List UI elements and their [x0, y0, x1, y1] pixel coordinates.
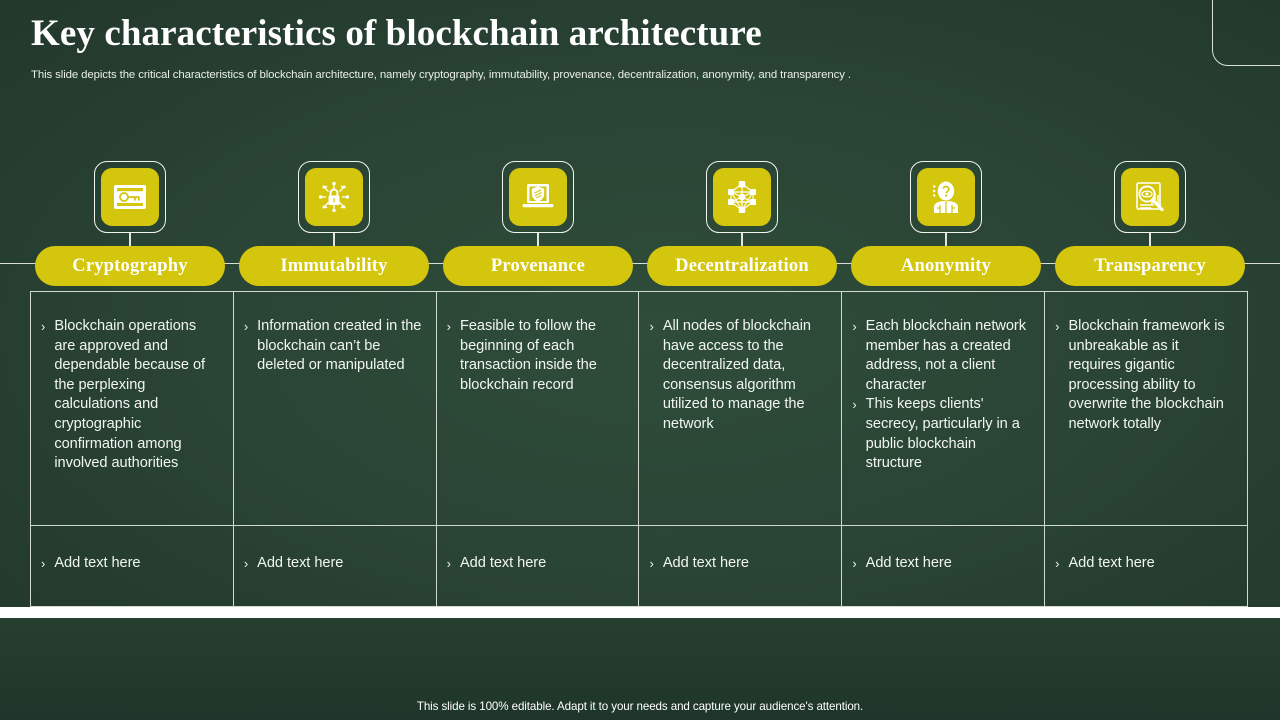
category-pill-provenance[interactable]: Provenance [443, 246, 633, 286]
list-item-text: Blockchain operations are approved and d… [54, 318, 206, 472]
chevron-right-icon: › [1055, 556, 1060, 571]
placeholder-text: Add text here [1068, 555, 1155, 571]
chevron-right-icon: › [41, 556, 46, 571]
icon-frame [502, 161, 574, 233]
chevron-right-icon: › [446, 319, 451, 334]
placeholder-text: Add text here [865, 555, 952, 571]
white-divider-band [0, 607, 1280, 618]
category-label: Decentralization [675, 256, 809, 276]
list-item: › Add text here [852, 554, 1030, 574]
list-item: › This keeps clients' secrecy, particula… [852, 395, 1030, 473]
category-pill-cryptography[interactable]: Cryptography [35, 246, 225, 286]
category-provenance[interactable]: Provenance [436, 161, 640, 290]
category-label: Transparency [1094, 256, 1206, 276]
list-item: › Add text here [41, 554, 219, 574]
category-row: Cryptography [0, 0, 1280, 290]
table-row-placeholders: › Add text here › Add text here › Add te… [31, 525, 1247, 606]
table-cell-placeholder-transparency[interactable]: › Add text here [1045, 526, 1247, 606]
page-title: Key characteristics of blockchain archit… [31, 13, 762, 54]
placeholder-text: Add text here [662, 555, 749, 571]
chevron-right-icon: › [852, 319, 857, 334]
list-item-text: This keeps clients' secrecy, particularl… [865, 396, 1020, 472]
table-cell-decentralization: › All nodes of blockchain have access to… [639, 292, 843, 525]
category-pill-anonymity[interactable]: Anonymity [851, 246, 1041, 286]
list-item: › Add text here [1055, 554, 1233, 574]
list-item-text: Each blockchain network member has a cre… [865, 318, 1026, 393]
category-label: Anonymity [900, 256, 992, 276]
chevron-right-icon: › [649, 319, 654, 334]
list-item: › Blockchain operations are approved and… [41, 317, 219, 474]
list-item: › Add text here [244, 554, 422, 574]
table-cell-anonymity: › Each blockchain network member has a c… [842, 292, 1046, 525]
list-item-text: Information created in the blockchain ca… [257, 318, 422, 374]
icon-frame [94, 161, 166, 233]
list-item: › Add text here [649, 554, 827, 574]
placeholder-text: Add text here [54, 555, 141, 571]
placeholder-text: Add text here [257, 555, 344, 571]
anonymous-person-question-icon [917, 168, 975, 226]
category-anonymity[interactable]: Anonymity [844, 161, 1048, 290]
placeholder-text: Add text here [460, 555, 547, 571]
id-card-key-icon [101, 168, 159, 226]
category-label: Provenance [490, 256, 586, 276]
table-cell-placeholder-cryptography[interactable]: › Add text here [31, 526, 234, 606]
list-item: › Add text here [447, 554, 625, 574]
category-transparency[interactable]: Transparency [1048, 161, 1252, 290]
chevron-right-icon: › [1055, 319, 1060, 334]
list-item-text: Blockchain framework is unbreakable as i… [1068, 318, 1225, 432]
footer-note: This slide is 100% editable. Adapt it to… [416, 700, 864, 713]
list-item-text: Feasible to follow the beginning of each… [460, 318, 597, 393]
connector-stem [129, 233, 131, 246]
connector-stem [741, 233, 743, 246]
list-item: › Blockchain framework is unbreakable as… [1055, 317, 1233, 435]
chevron-right-icon: › [243, 319, 249, 334]
table-row-descriptions: › Blockchain operations are approved and… [31, 292, 1247, 525]
category-cryptography[interactable]: Cryptography [28, 161, 232, 290]
category-decentralization[interactable]: Decentralization [640, 161, 844, 290]
chevron-right-icon: › [243, 556, 249, 571]
chevron-right-icon: › [852, 556, 857, 571]
list-item: › Feasible to follow the beginning of ea… [447, 317, 625, 395]
table-cell-transparency: › Blockchain framework is unbreakable as… [1045, 292, 1247, 525]
table-cell-placeholder-immutability[interactable]: › Add text here [234, 526, 437, 606]
chevron-right-icon: › [41, 319, 46, 334]
page-subtitle: This slide depicts the critical characte… [31, 69, 851, 81]
table-cell-placeholder-decentralization[interactable]: › Add text here [639, 526, 843, 606]
table-cell-immutability: › Information created in the blockchain … [234, 292, 437, 525]
node-network-icon [713, 168, 771, 226]
network-padlock-icon [305, 168, 363, 226]
category-label: Cryptography [72, 256, 188, 276]
connector-stem [333, 233, 335, 246]
chevron-right-icon: › [852, 397, 857, 413]
list-item-text: All nodes of blockchain have access to t… [662, 318, 811, 432]
magnifier-document-icon [1121, 168, 1179, 226]
category-pill-immutability[interactable]: Immutability [239, 246, 429, 286]
decorative-rounded-rect [1212, 0, 1280, 66]
table-cell-cryptography: › Blockchain operations are approved and… [31, 292, 234, 525]
category-immutability[interactable]: Immutability [232, 161, 436, 290]
table-cell-provenance: › Feasible to follow the beginning of ea… [437, 292, 640, 525]
icon-frame [910, 161, 982, 233]
icon-frame [298, 161, 370, 233]
table-cell-placeholder-provenance[interactable]: › Add text here [437, 526, 640, 606]
table-cell-placeholder-anonymity[interactable]: › Add text here [842, 526, 1046, 606]
connector-rail [0, 263, 1280, 265]
laptop-shield-icon [509, 168, 567, 226]
category-pill-transparency[interactable]: Transparency [1055, 246, 1245, 286]
footer-area: This slide is 100% editable. Adapt it to… [0, 618, 1280, 720]
chevron-right-icon: › [649, 556, 654, 571]
list-item: › All nodes of blockchain have access to… [649, 317, 827, 435]
list-item: › Information created in the blockchain … [244, 317, 422, 376]
chevron-right-icon: › [446, 556, 451, 571]
category-label: Immutability [280, 256, 388, 276]
connector-stem [1149, 233, 1151, 246]
category-pill-decentralization[interactable]: Decentralization [647, 246, 837, 286]
icon-frame [1114, 161, 1186, 233]
list-item: › Each blockchain network member has a c… [852, 317, 1030, 395]
icon-frame [706, 161, 778, 233]
connector-stem [537, 233, 539, 246]
content-table: › Blockchain operations are approved and… [30, 291, 1248, 607]
connector-stem [945, 233, 947, 246]
